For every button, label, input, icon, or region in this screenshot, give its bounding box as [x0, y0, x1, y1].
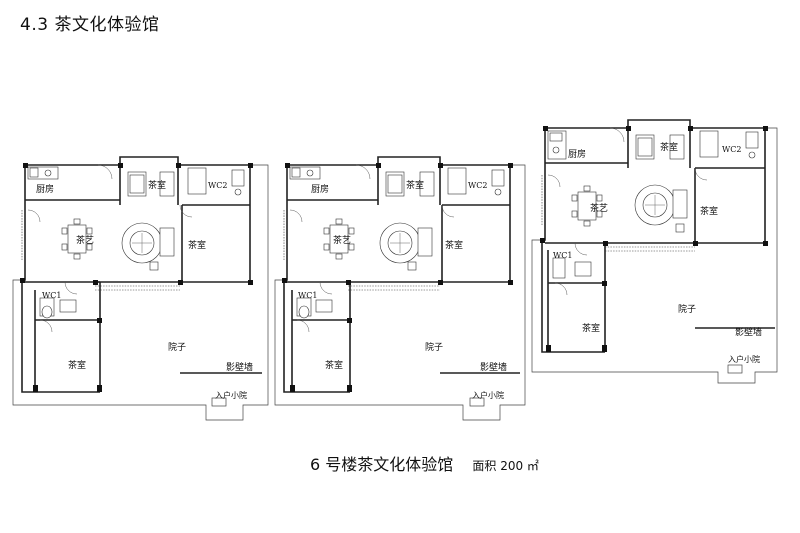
- unit-3-wc1-label: WC1: [553, 251, 572, 260]
- unit-2-kitchen-label: 厨房: [311, 183, 329, 195]
- unit-1-entry-yard-label: 入户小院: [215, 390, 247, 400]
- unit-1-tea-art-label: 茶艺: [76, 234, 94, 246]
- unit-3-tea-room-top-label: 茶室: [660, 141, 678, 153]
- unit-3-tea-art-label: 茶艺: [590, 202, 608, 214]
- unit-2-tea-room-top-label: 茶室: [406, 179, 424, 191]
- caption-title: 6 号楼茶文化体验馆: [310, 455, 454, 474]
- unit-2-plan: 厨房 茶室 WC2 茶艺 茶室 WC1 茶室 院子 影壁墙 入户小院: [274, 156, 526, 421]
- unit-1-tea-room-right-label: 茶室: [188, 239, 206, 251]
- unit-3-tea-room-bottom-label: 茶室: [582, 322, 600, 334]
- unit-1-screen-wall-label: 影壁墙: [226, 361, 253, 373]
- unit-3-courtyard-label: 院子: [678, 303, 696, 315]
- unit-2-tea-room-bottom-label: 茶室: [325, 359, 343, 371]
- unit-2-wc2-label: WC2: [468, 181, 487, 190]
- unit-1-plan: 厨房 茶室 WC2 茶艺 茶室 WC1 茶室 院子 影壁墙 入户小院: [12, 156, 269, 421]
- unit-3-entry-yard-label: 入户小院: [728, 354, 760, 364]
- unit-1-wc1-label: WC1: [42, 291, 61, 300]
- unit-3-wc2-label: WC2: [722, 145, 741, 154]
- unit-2-screen-wall-label: 影壁墙: [480, 361, 507, 373]
- unit-1-tea-room-bottom-label: 茶室: [68, 359, 86, 371]
- unit-3-tea-room-right-label: 茶室: [700, 205, 718, 217]
- unit-2-tea-room-right-label: 茶室: [445, 239, 463, 251]
- unit-1-wc2-label: WC2: [208, 181, 227, 190]
- unit-2-entry-yard-label: 入户小院: [472, 390, 504, 400]
- unit-3-plan: 厨房 茶室 WC2 茶艺 茶室 WC1 茶室 院子 影壁墙 入户小院: [531, 119, 778, 384]
- plan-caption: 6 号楼茶文化体验馆 面积 200 ㎡: [310, 451, 539, 475]
- unit-2-wc1-label: WC1: [298, 291, 317, 300]
- caption-area: 面积 200 ㎡: [472, 459, 539, 473]
- section-title: 4.3 茶文化体验馆: [20, 15, 160, 35]
- unit-1-kitchen-label: 厨房: [36, 183, 54, 195]
- unit-2-tea-art-label: 茶艺: [333, 234, 351, 246]
- unit-1-tea-room-top-label: 茶室: [148, 179, 166, 191]
- unit-2-courtyard-label: 院子: [425, 341, 443, 353]
- unit-1-courtyard-label: 院子: [168, 341, 186, 353]
- unit-3-kitchen-label: 厨房: [568, 148, 586, 160]
- unit-3-screen-wall-label: 影壁墙: [735, 326, 762, 338]
